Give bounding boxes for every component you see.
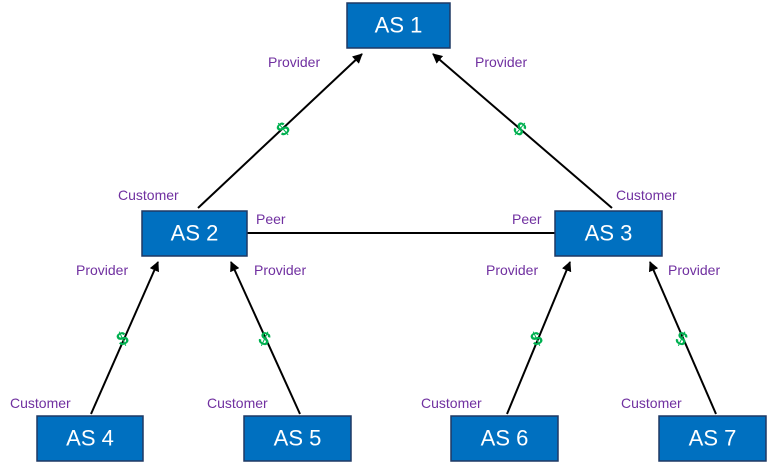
provider-label-as3: Provider <box>486 262 538 278</box>
node-label: AS 1 <box>375 12 423 37</box>
customer-label-as5: Customer <box>207 395 268 411</box>
node-box <box>658 415 767 462</box>
dollar-sign-icon: $ <box>528 328 547 352</box>
node-box <box>450 415 559 462</box>
provider-link-as2-as1 <box>197 53 363 209</box>
provider-label-as2: Provider <box>254 262 306 278</box>
node-box <box>346 2 451 49</box>
node-box <box>243 415 352 462</box>
node-label: AS 6 <box>481 425 529 450</box>
customer-label-as7: Customer <box>621 395 682 411</box>
customer-label-as4: Customer <box>10 395 71 411</box>
provider-label-as3: Provider <box>668 262 720 278</box>
node-box <box>141 210 248 257</box>
node-as4: AS 4 <box>36 415 144 462</box>
node-label: AS 2 <box>171 220 219 245</box>
node-label: AS 4 <box>66 425 114 450</box>
node-as2: AS 2 <box>141 210 248 257</box>
node-as1: AS 1 <box>346 2 451 49</box>
provider-label-as1: Provider <box>475 54 527 70</box>
node-box <box>36 415 144 462</box>
node-as6: AS 6 <box>450 415 559 462</box>
provider-link-as5-as2 <box>230 261 301 415</box>
peer-label-as3: Peer <box>512 211 542 227</box>
customer-label-as6: Customer <box>421 395 482 411</box>
peer-label-as2: Peer <box>256 211 286 227</box>
provider-label-as1: Provider <box>268 54 320 70</box>
node-box <box>554 210 663 257</box>
provider-link-as4-as2 <box>90 261 159 415</box>
customer-label-as2: Customer <box>118 187 179 203</box>
customer-label-as3: Customer <box>616 187 677 203</box>
provider-link-as6-as3 <box>506 261 572 415</box>
provider-link-as3-as1 <box>432 53 613 209</box>
node-as7: AS 7 <box>658 415 767 462</box>
dollar-sign-icon: $ <box>114 328 133 352</box>
node-label: AS 3 <box>585 220 633 245</box>
node-as3: AS 3 <box>554 210 663 257</box>
node-as5: AS 5 <box>243 415 352 462</box>
node-label: AS 7 <box>689 425 737 450</box>
node-label: AS 5 <box>274 425 322 450</box>
provider-link-as7-as3 <box>648 261 717 415</box>
provider-label-as2: Provider <box>76 262 128 278</box>
